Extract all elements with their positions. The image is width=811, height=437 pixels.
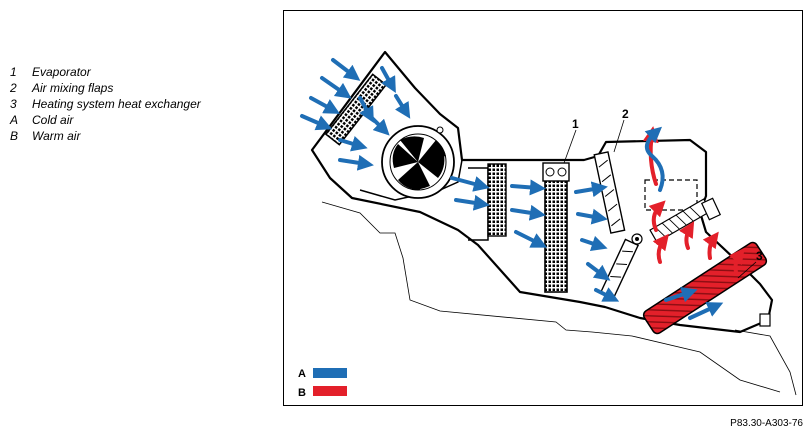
callout-1: 1 <box>572 117 579 131</box>
callout-2: 2 <box>622 107 629 121</box>
body-contour-right <box>734 329 797 396</box>
leader-3 <box>737 261 757 279</box>
blower-fan-icon <box>392 136 446 190</box>
swatch-warm-air <box>313 386 347 396</box>
swatch-label-b: B <box>298 387 306 399</box>
cold-air-arrows <box>300 58 724 320</box>
heating-heat-exchanger-3 <box>642 241 768 335</box>
mixed-air-cold <box>644 126 665 192</box>
leader-1 <box>563 129 577 164</box>
pre-filter <box>487 163 507 237</box>
figure-code: P83.30-A303-76 <box>730 418 803 429</box>
dashed-flap-region <box>644 179 698 211</box>
diagram-frame <box>283 10 803 406</box>
leader-2 <box>613 119 625 153</box>
swatch-label-a: A <box>298 368 306 380</box>
air-mixing-flap-lower <box>599 238 640 299</box>
evaporator-1 <box>544 179 568 293</box>
swatch-cold-air <box>313 368 347 378</box>
callout-3: 3 <box>756 249 763 263</box>
body-contour-lower <box>321 201 781 393</box>
